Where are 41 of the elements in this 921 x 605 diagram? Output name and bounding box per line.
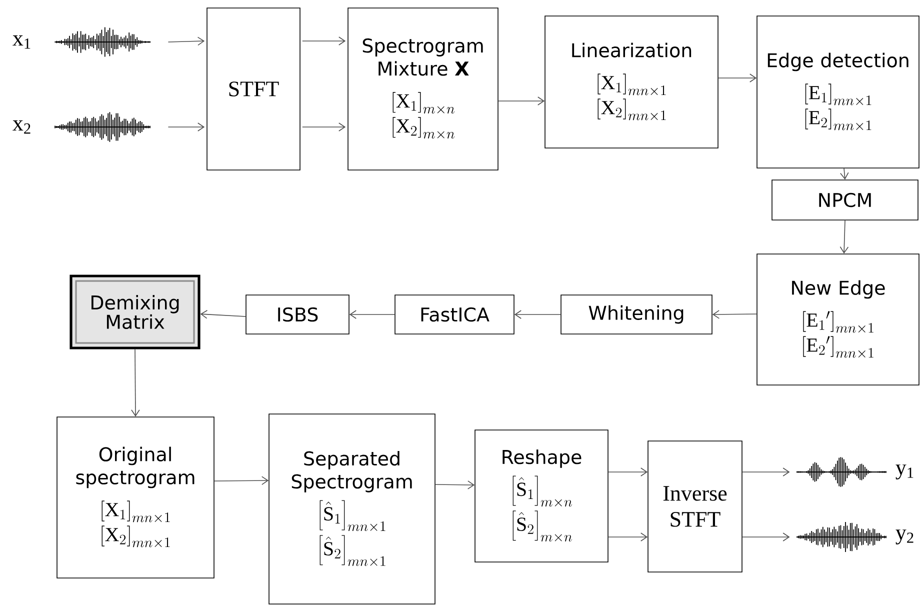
arrow [131,348,140,417]
arrow [742,468,790,476]
waveform-drawing [54,112,150,142]
signal-label: x$_{2}$ [12,120,30,134]
process-box: Spectrogram Mixture X $\left[\mathrm{X}_{1}\right]_{m\times n}$ $\left[\mathrm{X}_{2}\right]_{m\times n}$ [348,8,498,170]
process-box: FastICA [394,294,514,334]
process-box: Whitening [560,294,712,334]
arrow [608,468,648,476]
arrow [200,310,246,319]
signal-label: y$_{1}$ [896,464,914,480]
process-box: New Edge $\left[\mathrm{E}_{1}{}'\right]_{mn\times 1}$ $\left[\mathrm{E}_{2}{}'\right]_{mn\times 1}$ [756,254,920,386]
arrow [514,310,561,319]
arrow [168,122,205,132]
process-box: Edge detection $\left[\mathrm{E}_{1}\right]_{mn\times 1}$ $\left[\mathrm{E}_{2}\right]_{mn\times 1}$ [756,16,920,168]
arrow [168,36,205,46]
arrow [302,36,346,46]
arrow [349,310,395,319]
process-box: Linearization $\left[\mathrm{X}_{1}\right]_{mn\times 1}$ $\left[\mathrm{X}_{2}\right]_{mn\times 1}$ [544,16,718,148]
arrow [718,74,757,82]
process-box: STFT [206,8,300,170]
arrow [214,476,269,485]
arrow [840,220,849,254]
arrow [608,532,648,542]
signal-label: x$_{1}$ [12,35,30,49]
arrow [712,310,757,319]
waveform-drawing [796,456,886,488]
waveform-drawing [54,26,150,58]
matrix-button: Demixing Matrix [70,274,200,350]
arrow [840,168,849,180]
waveform-drawing [796,522,886,552]
process-box: Inverse STFT [648,440,742,572]
process-box: Separated Spectrogram $\left[\hat{\mathrm{S}}_{1}\right]_{mn\times 1}$ $\left[\hat{\mathrm{S}}_{2}\right]_{mn\times 1}$ [268,414,436,604]
arrow [435,480,475,490]
process-box: Original spectrogram $\left[\mathrm{X}_{1}\right]_{mn\times 1}$ $\left[\mathrm{X}_{2}\right]_{mn\times 1}$ [56,416,214,578]
arrow [302,122,346,132]
process-box: Reshape $\left[\hat{\mathrm{S}}_{1}\right]_{m\times n}$ $\left[\hat{\mathrm{S}}_{2}\right]_{m\times n}$ [474,430,608,562]
process-box: ISBS [246,294,350,334]
signal-label: y$_{2}$ [896,530,914,544]
arrow [742,532,790,542]
arrow [498,96,545,106]
process-box: NPCM [772,180,918,220]
